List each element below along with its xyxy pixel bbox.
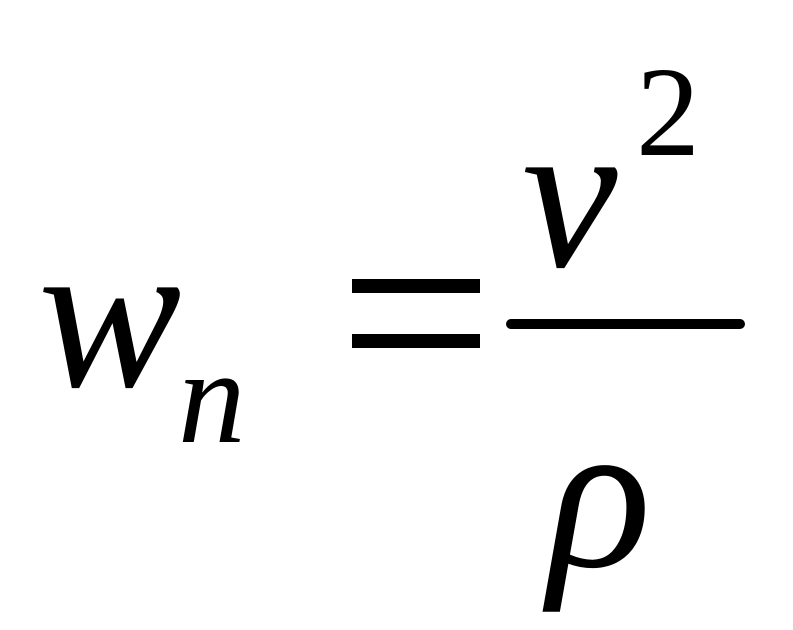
equals-bar-top: [352, 279, 480, 293]
lhs-subscript: n: [178, 323, 246, 472]
lhs-symbol: w: [38, 194, 182, 433]
denominator-symbol: ρ: [548, 374, 652, 613]
numerator-exponent: 2: [636, 41, 700, 183]
fraction-bar: [506, 319, 745, 329]
equals-bar-bottom: [352, 334, 480, 348]
numerator-symbol: v: [522, 74, 618, 313]
